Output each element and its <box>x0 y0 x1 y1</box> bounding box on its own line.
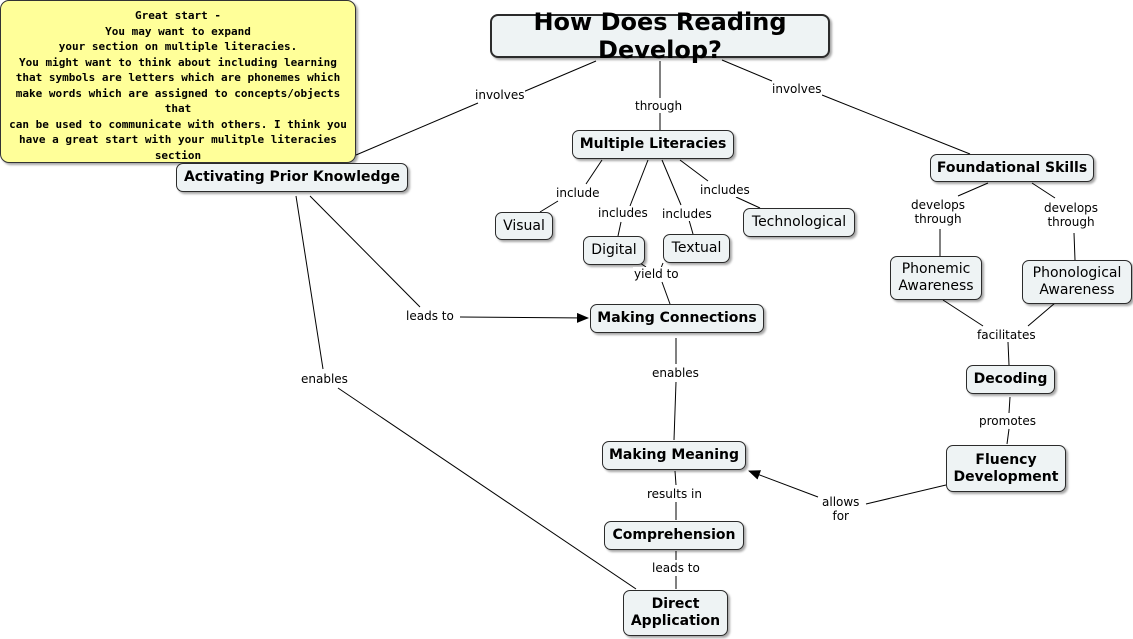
link-enables-direct: enables <box>300 372 349 386</box>
title-node: How Does Reading Develop? <box>490 8 830 64</box>
link-yield-to: yield to <box>633 267 680 281</box>
technological-node: Technological <box>743 208 855 237</box>
comprehension-node: Comprehension <box>604 521 744 550</box>
link-develops-through-phonemic: develops through <box>910 198 967 226</box>
link-enables-meaning: enables <box>651 366 700 380</box>
link-leads-to-direct: leads to <box>651 561 701 575</box>
link-includes-textual: includes <box>661 207 713 221</box>
multiple-literacies-node: Multiple Literacies <box>572 130 734 159</box>
link-results-in: results in <box>646 487 703 501</box>
link-includes-digital: includes <box>597 206 649 220</box>
link-involves-left: involves <box>474 88 526 102</box>
phonological-awareness-node: Phonological Awareness <box>1022 260 1132 304</box>
activating-prior-knowledge-node: Activating Prior Knowledge <box>176 163 408 192</box>
link-includes-technological: includes <box>699 183 751 197</box>
link-include-visual: include <box>555 186 601 200</box>
phonemic-awareness-node: Phonemic Awareness <box>890 256 982 300</box>
link-develops-through-phonological: develops through <box>1043 201 1100 229</box>
link-involves-right: involves <box>771 82 823 96</box>
fluency-development-node: Fluency Development <box>946 445 1066 492</box>
decoding-node: Decoding <box>966 365 1055 394</box>
making-connections-node: Making Connections <box>590 304 764 333</box>
making-meaning-node: Making Meaning <box>602 441 746 470</box>
visual-node: Visual <box>495 212 553 240</box>
direct-application-node: Direct Application <box>623 590 728 636</box>
digital-node: Digital <box>583 236 645 265</box>
link-promotes: promotes <box>978 414 1037 428</box>
feedback-note: Great start - You may want to expand you… <box>0 0 356 163</box>
link-leads-to-connections: leads to <box>405 309 455 323</box>
link-through: through <box>634 99 684 113</box>
link-allows-for: allows for <box>821 495 861 523</box>
link-facilitates: facilitates <box>976 328 1037 342</box>
foundational-skills-node: Foundational Skills <box>930 154 1094 182</box>
textual-node: Textual <box>663 234 730 263</box>
